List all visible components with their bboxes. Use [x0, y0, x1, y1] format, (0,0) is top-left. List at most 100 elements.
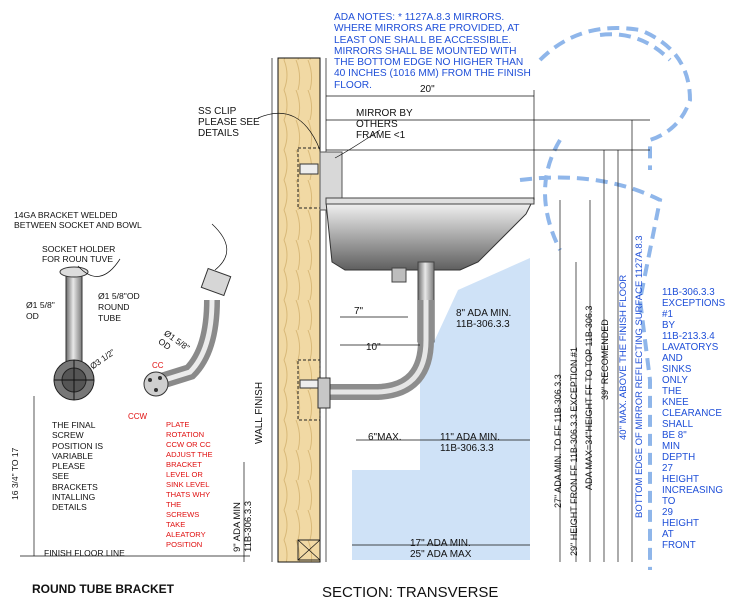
note-line: INCREASING	[662, 485, 723, 496]
label-line: SOCKET HOLDER	[42, 244, 116, 254]
round-tube-label: Ø1 5/8"OD ROUND TUBE	[98, 291, 140, 324]
v-34-label: ADA MAX=34"HEIGHT FF TO TOP 11B-306.3	[584, 305, 594, 490]
note-line: ROTATION	[166, 430, 205, 439]
label-line: BETWEEN SOCKET AND BOWL	[14, 220, 142, 230]
ada-11-label: 11" ADA MIN. 11B-306.3.3	[440, 432, 500, 454]
label-line: 11B-306.3.3	[243, 500, 254, 552]
note-line: BE 8"	[662, 430, 687, 441]
wall-finish-label: WALL FINISH	[254, 381, 265, 444]
knee-clearance-zone	[352, 258, 530, 560]
note-line: DEPTH	[662, 452, 696, 463]
label-line: ROUND	[98, 302, 130, 312]
note-line: THE	[662, 386, 682, 397]
note-line: VARIABLE	[52, 450, 93, 461]
note-line: 29	[662, 507, 673, 518]
note-line: SINK LEVEL	[166, 480, 210, 489]
label-line: 14GA BRACKET WELDED	[14, 210, 118, 220]
note-line: ONLY	[662, 375, 688, 386]
note-line: 11B-213.3.4	[662, 331, 715, 342]
ada-notes-line: THE BOTTOM EDGE NO HIGHER THAN	[334, 57, 524, 69]
label-line: 11B-306.3.3	[456, 319, 510, 330]
label-line: 11" ADA MIN.	[440, 432, 501, 443]
socket-holder-label: SOCKET HOLDER FOR ROUN TUVE	[42, 244, 115, 264]
note-line: INTALLING	[52, 492, 96, 503]
dimension-lines	[77, 90, 650, 562]
finish-floor-label: FINISH FLOOR LINE	[44, 548, 125, 558]
note-line: KNEE	[662, 397, 689, 408]
dim-6max: 6"MAX.	[368, 432, 402, 443]
drain	[391, 267, 407, 283]
note-line: MIN	[662, 441, 680, 452]
v-29-label: 29" HEIGHT FRON FF 11B-306.3.3 EXCEPTION…	[569, 347, 579, 556]
note-line: AND	[662, 353, 683, 364]
note-line: 27	[662, 463, 673, 474]
note-line: DETAILS	[52, 502, 87, 513]
note-line: THE	[166, 500, 182, 509]
section-title: SECTION: TRANSVERSE	[322, 584, 499, 601]
v-40-label: 40" MAX. ABOVE THE FINISH FLOOR	[618, 274, 629, 440]
note-line: HEIGHT	[662, 474, 700, 485]
note-line: POSITION	[166, 540, 203, 549]
round-tube-title: ROUND TUBE BRACKET	[32, 582, 174, 596]
ada-notes-line: LEAST ONE SHALL BE ACCESSIBLE.	[334, 34, 512, 46]
cc-label: CC	[152, 361, 164, 370]
label-line: Ø1 5/8"OD	[98, 291, 140, 301]
dim-20: 20"	[420, 84, 435, 95]
accessibility-outline-head	[599, 32, 672, 62]
note-line: SCREW	[52, 430, 84, 441]
label-line: OD	[26, 311, 39, 321]
v-27-label: 27" ADA MIN. TO FF 11B-306.3.3	[553, 374, 563, 508]
ada-notes-line: 40 INCHES (1016 MM) FROM THE FINISH	[334, 68, 531, 80]
round-tube-vertical	[65, 269, 83, 371]
angled-tube	[143, 267, 232, 397]
note-line: SINKS	[662, 364, 692, 375]
label-line: TUBE	[98, 313, 121, 323]
note-line: LEVEL OR	[166, 470, 203, 479]
note-line: #1	[662, 309, 673, 320]
ada-9-label: 9" ADA MIN 11B-306.3.3	[232, 501, 254, 552]
dim-10: 10"	[366, 342, 381, 353]
note-line: 11B-306.3.3	[662, 287, 715, 298]
label-line: OTHERS	[356, 119, 398, 130]
height-range-label: 16 3/4" TO 17	[10, 447, 20, 500]
ada-17-label: 17" ADA MIN. 25" ADA MAX	[410, 538, 471, 560]
note-line: TAKE	[166, 520, 186, 529]
ada-notes-line: MIRRORS SHALL BE MOUNTED WITH	[334, 45, 517, 57]
label-line: 8" ADA MIN.	[456, 308, 512, 319]
label-line: 11B-306.3.3	[440, 443, 494, 454]
label-line: 9" ADA MIN	[232, 502, 243, 552]
ss-clip-label: SS CLIP PLEASE SEE DETAILS	[198, 106, 260, 139]
note-line: ALEATORY	[166, 530, 206, 539]
note-line: BRACKETS	[52, 481, 98, 492]
note-line: BY	[662, 320, 676, 331]
mirror-label: MIRROR BY OTHERS FRAME <1	[356, 108, 413, 141]
label-line: MIRROR BY	[356, 108, 413, 119]
note-line: PLEASE	[52, 461, 86, 472]
wall	[277, 57, 321, 563]
label-line: 17" ADA MIN.	[410, 538, 471, 549]
note-line: AT	[662, 529, 674, 540]
label-line: PLEASE SEE	[198, 117, 260, 128]
label-line: SS CLIP	[198, 106, 237, 117]
ada-notes-line: WHERE MIRRORS ARE PROVIDED, AT	[334, 23, 520, 35]
note-line: HEIGHT	[662, 518, 700, 529]
note-line: SEE	[52, 471, 70, 482]
label-line: FRAME <1	[356, 130, 406, 141]
label-line: DETAILS	[198, 128, 239, 139]
note-line: BRACKET	[166, 460, 202, 469]
note-line: SHALL	[662, 419, 694, 430]
note-line: POSITION IS	[52, 440, 104, 451]
note-line: FRONT	[662, 540, 696, 551]
note-line: CCW OR CC	[166, 440, 211, 449]
note-line: ADJUST THE	[166, 450, 213, 459]
v-mirror-label: BOTTOM EDGE OF MIRROR REFLECTING SURFACE…	[634, 235, 645, 518]
label-line: FOR ROUN TUVE	[42, 254, 113, 264]
note-line: PLATE	[166, 420, 190, 429]
ada-8-label: 8" ADA MIN. 11B-306.3.3	[456, 308, 511, 330]
note-line: CLEARANCE	[662, 408, 722, 419]
note-line: LAVATORYS	[662, 342, 719, 353]
